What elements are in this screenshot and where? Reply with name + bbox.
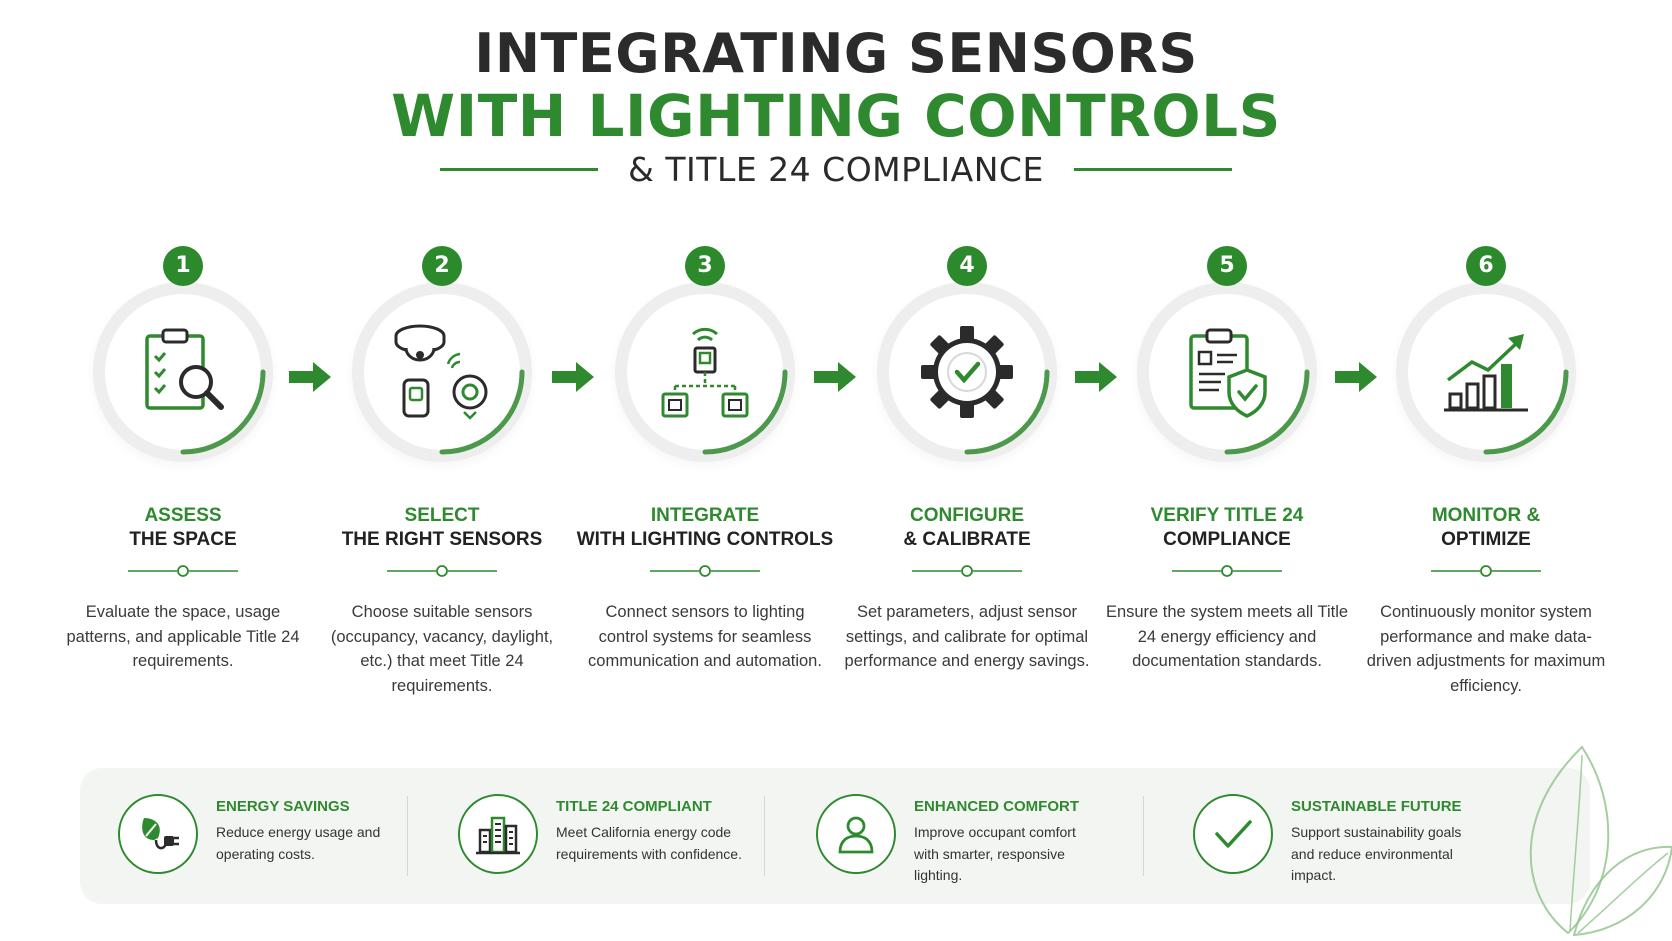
leaf-decoration-icon — [1529, 745, 1672, 937]
benefit-title: SUSTAINABLE FUTURE — [1291, 798, 1462, 815]
step-title-2: & CALIBRATE — [903, 529, 1031, 550]
benefit-text: Improve occupant comfort with smarter, r… — [914, 824, 1076, 883]
ring-progress-arc — [439, 369, 525, 455]
benefit-icon-circle — [816, 794, 896, 874]
benefit-text: Reduce energy usage and operating costs. — [216, 824, 381, 862]
step-divider — [1172, 565, 1282, 577]
ring-progress-arc — [964, 369, 1050, 455]
leaf-plug-icon — [142, 818, 179, 850]
step-number-badge: 5 — [1207, 246, 1247, 286]
step-description: Evaluate the space, usage patterns, and … — [66, 603, 300, 670]
step-description: Continuously monitor system performance … — [1366, 603, 1606, 695]
growth-chart-icon — [1444, 334, 1528, 412]
step-description: Ensure the system meets all Title 24 ene… — [1105, 603, 1349, 670]
title-line-1: INTEGRATING SENSORS — [474, 22, 1198, 85]
subtitle-rule-left — [440, 168, 599, 171]
ring-progress-arc — [702, 369, 788, 455]
benefit-icon-circle — [118, 794, 198, 874]
step-ring — [1396, 282, 1576, 462]
person-icon — [838, 816, 874, 854]
step-description: Set parameters, adjust sensor settings, … — [844, 603, 1090, 670]
benefit-text: Support sustainability goals and reduce … — [1291, 824, 1462, 883]
step-number-badge: 2 — [422, 246, 462, 286]
step-divider — [650, 565, 760, 577]
benefit-title: ENERGY SAVINGS — [216, 798, 350, 815]
step-title-1: ASSESS — [144, 505, 222, 526]
step-title-1: CONFIGURE — [910, 505, 1024, 526]
step-divider — [1431, 565, 1541, 577]
step-title-2: WITH LIGHTING CONTROLS — [576, 529, 834, 550]
clipboard-magnifier-icon — [145, 328, 224, 410]
ring-progress-arc — [1224, 369, 1310, 455]
ring-progress-arc — [1483, 369, 1569, 455]
title-line-2: WITH LIGHTING CONTROLS — [391, 82, 1281, 150]
step-title-2: THE SPACE — [129, 529, 237, 550]
step-number-badge: 3 — [685, 246, 725, 286]
step-number-badge: 6 — [1466, 246, 1506, 286]
buildings-icon — [476, 816, 520, 855]
clipboard-shield-icon — [1189, 328, 1267, 418]
checkmark-icon — [1215, 820, 1252, 848]
flow-arrow-icon — [552, 362, 594, 392]
flow-arrow-icon — [1335, 362, 1377, 392]
flow-arrow-icon — [1075, 362, 1117, 392]
banner-separator — [764, 796, 765, 876]
sensors-icon — [394, 324, 488, 420]
step-description: Choose suitable sensors (occupancy, vaca… — [330, 603, 554, 695]
benefit-icon-circle — [458, 794, 538, 874]
step-description: Connect sensors to lighting control syst… — [588, 603, 822, 670]
ring-progress-arc — [180, 369, 266, 455]
subtitle: & TITLE 24 COMPLIANCE — [628, 150, 1044, 189]
network-icon — [661, 327, 749, 418]
gear-check-icon — [921, 326, 1013, 418]
step-number-badge: 4 — [947, 246, 987, 286]
step-title-2: COMPLIANCE — [1163, 529, 1291, 550]
step-divider — [128, 565, 238, 577]
step-title-1: MONITOR & — [1431, 505, 1541, 526]
step-title-1: VERIFY TITLE 24 — [1150, 505, 1304, 526]
banner-separator — [407, 796, 408, 876]
benefit-title: ENHANCED COMFORT — [914, 798, 1079, 815]
step-title-2: THE RIGHT SENSORS — [341, 529, 543, 550]
benefits-banner: ENERGY SAVINGS Reduce energy usage and o… — [80, 768, 1590, 904]
step-divider — [387, 565, 497, 577]
flow-arrow-icon — [289, 362, 331, 392]
banner-separator — [1143, 796, 1144, 876]
flow-arrow-icon — [814, 362, 856, 392]
step-title-2: OPTIMIZE — [1441, 529, 1531, 550]
step-number-badge: 1 — [163, 246, 203, 286]
benefit-title: TITLE 24 COMPLIANT — [556, 798, 712, 815]
step-divider — [912, 565, 1022, 577]
benefit-text: Meet California energy code requirements… — [556, 824, 742, 862]
benefit-icon-circle — [1193, 794, 1273, 874]
subtitle-row: & TITLE 24 COMPLIANCE — [0, 150, 1672, 189]
subtitle-rule-right — [1073, 168, 1232, 171]
step-title-1: SELECT — [404, 505, 480, 526]
step-title-1: INTEGRATE — [650, 505, 760, 526]
